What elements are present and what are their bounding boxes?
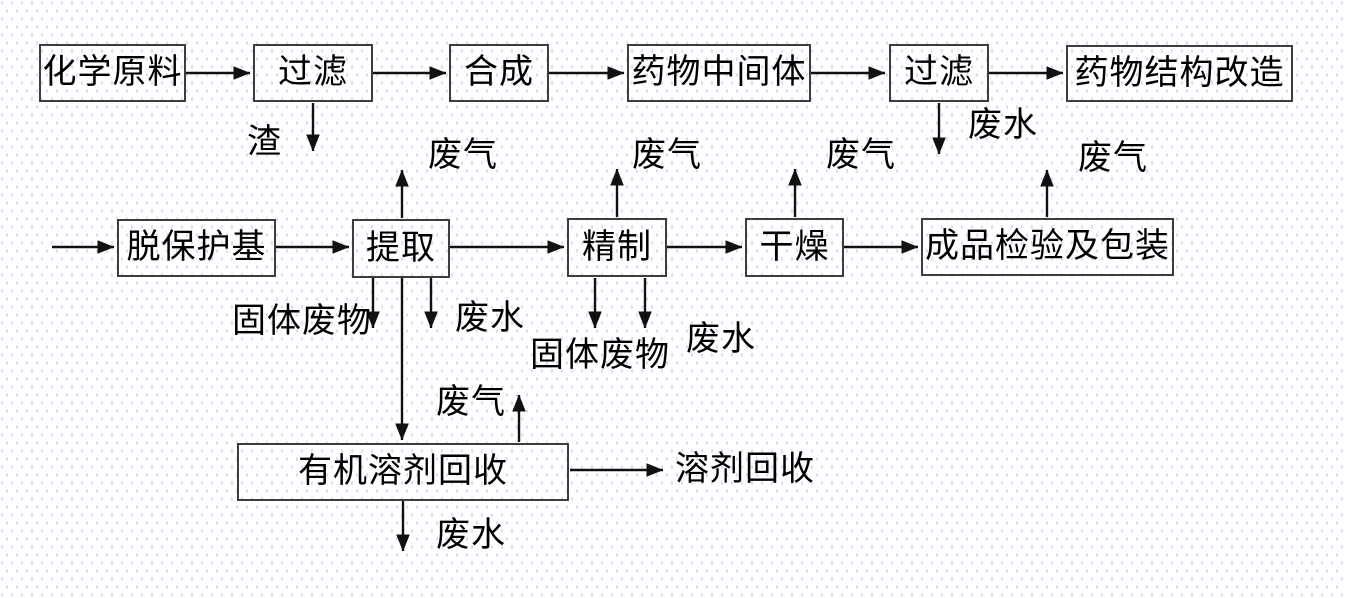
label-solidwaste-extraction: 固体废物 xyxy=(232,303,372,340)
label-wastegas-refining: 废气 xyxy=(632,137,702,174)
node-synthesis: 合成 xyxy=(449,44,549,102)
label-wastegas-solvent: 废气 xyxy=(436,384,506,421)
node-chemical-raw-material: 化学原料 xyxy=(39,44,186,102)
label-wastewater-refining: 废水 xyxy=(686,321,756,358)
node-drying: 干燥 xyxy=(745,218,844,277)
node-filter-1: 过滤 xyxy=(253,44,373,102)
node-extraction: 提取 xyxy=(352,219,450,278)
label-wastewater-solvent: 废水 xyxy=(436,517,506,554)
label-wastewater-extraction: 废水 xyxy=(455,300,525,337)
label-wastegas-extraction: 废气 xyxy=(428,137,498,174)
node-drug-intermediate: 药物中间体 xyxy=(627,44,811,102)
label-solvent-recovered: 溶剂回收 xyxy=(675,451,815,488)
node-organic-solvent-recovery: 有机溶剂回收 xyxy=(237,443,569,501)
node-drug-structure-modification: 药物结构改造 xyxy=(1066,45,1293,102)
node-deprotection: 脱保护基 xyxy=(117,219,276,277)
node-inspection-packaging: 成品检验及包装 xyxy=(921,218,1174,276)
label-wastegas-drying: 废气 xyxy=(826,137,896,174)
node-filter-2: 过滤 xyxy=(889,44,989,102)
label-slag: 渣 xyxy=(247,124,282,161)
label-wastegas-packaging: 废气 xyxy=(1078,140,1148,177)
label-solidwaste-refining: 固体废物 xyxy=(530,337,670,374)
label-wastewater-filter2: 废水 xyxy=(968,107,1038,144)
node-refining: 精制 xyxy=(567,218,667,277)
